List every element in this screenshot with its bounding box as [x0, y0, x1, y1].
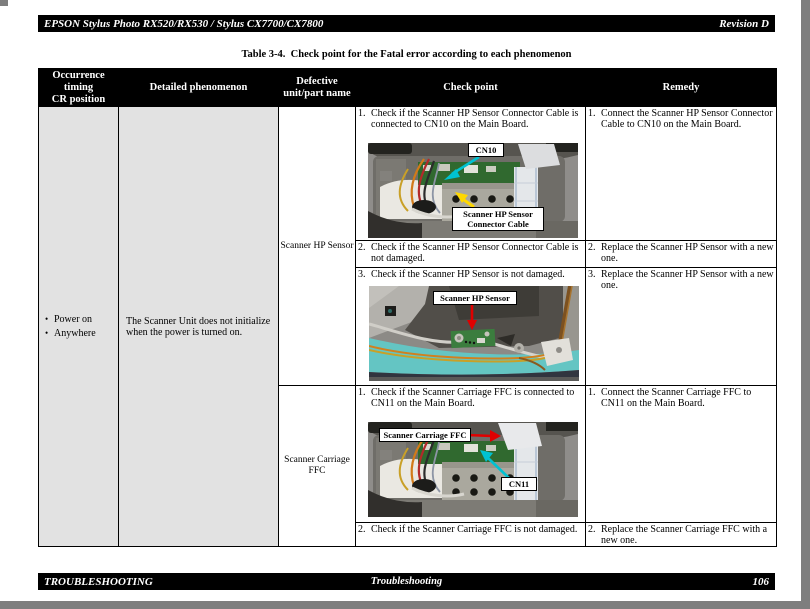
- item-number: 2.: [588, 524, 596, 535]
- remedy-cell: 3. Replace the Scanner HP Sensor with a …: [586, 268, 776, 386]
- bullet-icon: •: [45, 328, 49, 338]
- photo-scanner-hp-sensor: Scanner HP Sensor: [369, 286, 579, 381]
- photo-callout-cn10: CN10: [468, 143, 504, 157]
- check-point-item: 1. Check if the Scanner HP Sensor Connec…: [356, 107, 585, 130]
- check-point-cell: 3. Check if the Scanner HP Sensor is not…: [356, 268, 586, 386]
- page-header-bar: EPSON Stylus Photo RX520/RX530 / Stylus …: [38, 15, 775, 32]
- footer-section-label: TROUBLESHOOTING: [44, 575, 153, 588]
- table-title: Table 3-4. Check point for the Fatal err…: [241, 49, 572, 60]
- check-point-text: Check if the Scanner HP Sensor Connector…: [371, 242, 579, 264]
- remedy-cell: 1. Connect the Scanner HP Sensor Connect…: [586, 107, 776, 241]
- check-point-text: Check if the Scanner Carriage FFC is not…: [371, 524, 578, 535]
- check-point-item: 3. Check if the Scanner HP Sensor is not…: [356, 268, 585, 280]
- remedy-cell: 2. Replace the Scanner Carriage FFC with…: [586, 523, 776, 546]
- item-number: 3.: [588, 269, 596, 280]
- remedy-text: Connect the Scanner Carriage FFC to CN11…: [601, 387, 752, 409]
- photo-callout-scanner-hp-sensor: Scanner HP Sensor: [433, 291, 517, 305]
- col-header-occurrence: Occurrence timing CR position: [39, 69, 119, 107]
- remedy-item: 1. Connect the Scanner Carriage FFC to C…: [586, 386, 776, 409]
- remedy-text: Replace the Scanner Carriage FFC with a …: [601, 524, 768, 546]
- page-footer-bar: TROUBLESHOOTING Troubleshooting 106: [38, 573, 775, 590]
- col-header-check-point: Check point: [356, 69, 586, 107]
- remedy-item: 1. Connect the Scanner HP Sensor Connect…: [586, 107, 776, 130]
- photo-callout-scanner-carriage-ffc: Scanner Carriage FFC: [379, 428, 471, 442]
- mainboard-photo-illustration: [368, 143, 578, 238]
- document-page: EPSON Stylus Photo RX520/RX530 / Stylus …: [0, 0, 801, 601]
- header-doc-title: EPSON Stylus Photo RX520/RX530 / Stylus …: [44, 17, 324, 30]
- photo-callout-hp-sensor-cable: Scanner HP Sensor Connector Cable: [452, 207, 544, 231]
- remedy-cell: 1. Connect the Scanner Carriage FFC to C…: [586, 386, 776, 523]
- item-number: 1.: [358, 108, 366, 119]
- photo-mainboard-cn10: CN10 Scanner HP Sensor Connector Cable: [368, 143, 578, 238]
- col-header-detailed-phenomenon: Detailed phenomenon: [119, 69, 279, 107]
- item-number: 2.: [588, 242, 596, 253]
- check-point-item: 2. Check if the Scanner HP Sensor Connec…: [356, 241, 585, 264]
- item-number: 1.: [588, 387, 596, 398]
- check-point-text: Check if the Scanner HP Sensor Connector…: [371, 108, 579, 130]
- check-point-item: 1. Check if the Scanner Carriage FFC is …: [356, 386, 585, 409]
- bullet-icon: •: [45, 314, 49, 324]
- col-header-remedy: Remedy: [586, 69, 776, 107]
- occurrence-item-label: Anywhere: [54, 328, 96, 339]
- check-point-cell: 2. Check if the Scanner HP Sensor Connec…: [356, 241, 586, 268]
- photo-mainboard-cn11: Scanner Carriage FFC CN11: [368, 422, 578, 517]
- remedy-cell: 2. Replace the Scanner HP Sensor with a …: [586, 241, 776, 268]
- item-number: 1.: [588, 108, 596, 119]
- occurrence-item: • Anywhere: [45, 328, 118, 339]
- remedy-text: Connect the Scanner HP Sensor Connector …: [601, 108, 773, 130]
- item-number: 3.: [358, 269, 366, 280]
- footer-chapter-label: Troubleshooting: [370, 576, 443, 587]
- check-point-text: Check if the Scanner Carriage FFC is con…: [371, 387, 575, 409]
- occurrence-item-label: Power on: [54, 314, 93, 325]
- page-corner-artifact: [0, 0, 8, 6]
- check-point-cell: 1. Check if the Scanner HP Sensor Connec…: [356, 107, 586, 241]
- header-revision-label: Revision D: [719, 17, 769, 30]
- remedy-item: 2. Replace the Scanner HP Sensor with a …: [586, 241, 776, 264]
- remedy-item: 3. Replace the Scanner HP Sensor with a …: [586, 268, 776, 291]
- col-header-defective-unit: Defective unit/part name: [279, 69, 356, 107]
- defective-unit-cell-hp-sensor: Scanner HP Sensor: [279, 107, 356, 386]
- detailed-phenomenon-cell: The Scanner Unit does not initialize whe…: [119, 107, 279, 546]
- fatal-error-check-table: Occurrence timing CR position Detailed p…: [38, 68, 777, 547]
- remedy-text: Replace the Scanner HP Sensor with a new…: [601, 242, 774, 264]
- remedy-text: Replace the Scanner HP Sensor with a new…: [601, 269, 774, 291]
- occurrence-timing-cell: • Power on • Anywhere: [39, 107, 119, 546]
- item-number: 1.: [358, 387, 366, 398]
- item-number: 2.: [358, 242, 366, 253]
- item-number: 2.: [358, 524, 366, 535]
- defective-unit-cell-carriage-ffc: Scanner Carriage FFC: [279, 386, 356, 546]
- check-point-item: 2. Check if the Scanner Carriage FFC is …: [356, 523, 585, 535]
- photo-callout-cn11: CN11: [501, 477, 537, 491]
- footer-page-number: 106: [752, 575, 770, 588]
- occurrence-item: • Power on: [45, 314, 118, 325]
- check-point-cell: 1. Check if the Scanner Carriage FFC is …: [356, 386, 586, 523]
- remedy-item: 2. Replace the Scanner Carriage FFC with…: [586, 523, 776, 546]
- check-point-cell: 2. Check if the Scanner Carriage FFC is …: [356, 523, 586, 546]
- check-point-text: Check if the Scanner HP Sensor is not da…: [371, 269, 565, 280]
